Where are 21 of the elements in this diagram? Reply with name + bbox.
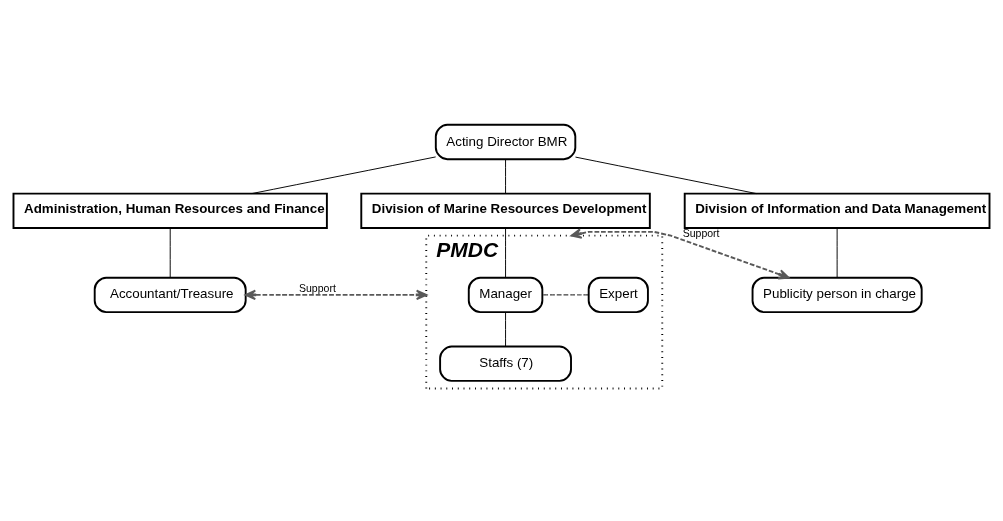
node-box: Division of Marine Resources Development <box>360 192 651 229</box>
node-box: Administration, Human Resources and Finance <box>12 192 328 229</box>
node-box: Manager <box>467 276 544 314</box>
connector <box>505 159 507 194</box>
connector <box>542 294 589 296</box>
node-box: Staffs (7) <box>439 345 572 382</box>
arrow <box>244 289 428 301</box>
node-box: Publicity person in charge <box>751 276 923 314</box>
node-box: Division of Information and Data Management <box>683 192 991 229</box>
connector <box>251 156 437 195</box>
node-box: Accountant/Treasure <box>93 276 247 314</box>
arrow <box>570 228 790 280</box>
connector <box>505 311 507 347</box>
node-box: Expert <box>587 276 649 314</box>
connector <box>169 227 171 279</box>
connector <box>505 227 507 279</box>
node-box: Acting Director BMR <box>434 123 577 161</box>
connector <box>575 156 757 195</box>
edge-label: Support <box>682 226 720 239</box>
connector <box>836 227 838 279</box>
edge-label: Support <box>299 281 336 294</box>
